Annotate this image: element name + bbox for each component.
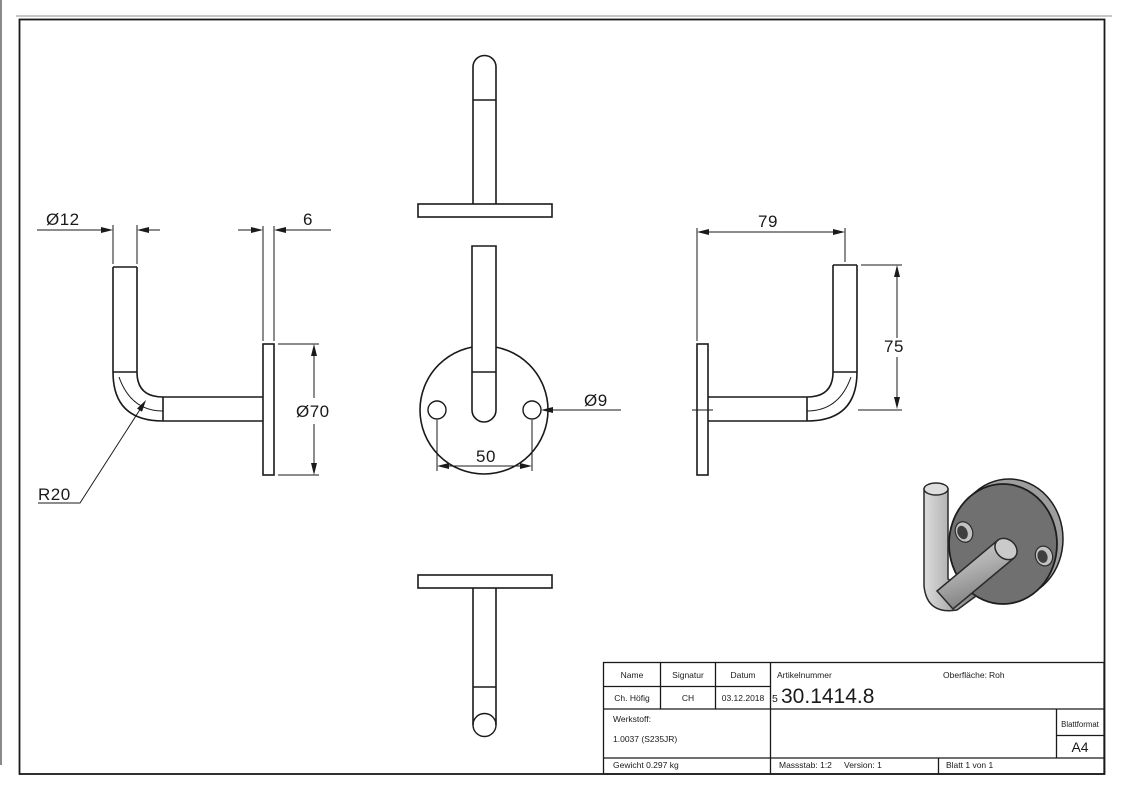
- date-label: Datum: [730, 670, 755, 680]
- arrowhead: [697, 229, 709, 235]
- arrowhead: [894, 265, 900, 277]
- side-view-right: 79 75: [692, 212, 904, 476]
- extension-line: [858, 264, 902, 411]
- front-view: 50 Ø9: [419, 245, 621, 475]
- material-value: 1.0037 (S235JR): [613, 734, 677, 744]
- arrowhead: [137, 227, 149, 233]
- object-line: [112, 266, 138, 373]
- sheet-value: Blatt 1 von 1: [946, 760, 994, 770]
- plate-edge: [417, 203, 553, 218]
- version-value: Version: 1: [844, 760, 882, 770]
- bend-middle-arc: [806, 376, 852, 412]
- hole-right-bore: [1037, 550, 1048, 563]
- object-line: [163, 396, 263, 422]
- bend-middle-arc: [118, 376, 164, 412]
- dim-label-height: 75: [884, 337, 904, 356]
- extension-line: [436, 420, 533, 471]
- top-view: [417, 54, 553, 218]
- mount-hole-right: [522, 400, 542, 420]
- arrowhead: [311, 344, 317, 356]
- article-number-prefix: 5: [772, 693, 778, 705]
- arrowhead: [101, 227, 113, 233]
- arrowhead: [541, 407, 553, 413]
- drawing-frame: [18, 18, 1106, 775]
- name-value: Ch. Höfig: [614, 693, 650, 703]
- arrowhead: [833, 229, 845, 235]
- surface-value: Roh: [989, 670, 1005, 680]
- date-value: 03.12.2018: [722, 693, 765, 703]
- dim-label-plate-thickness: 6: [303, 210, 313, 229]
- surface-label: Oberfläche:: [943, 670, 987, 680]
- extension-line: [696, 228, 846, 341]
- material-label: Werkstoff:: [613, 714, 651, 724]
- leader-line: [38, 407, 142, 504]
- arrowhead: [520, 463, 532, 469]
- render-3d-preview: [923, 478, 1064, 612]
- tube-top-cap: [472, 54, 497, 68]
- bend-inner-arc: [806, 371, 834, 398]
- signature-value: CH: [682, 693, 694, 703]
- bend-outer-arc: [112, 371, 164, 422]
- tube-end-circle: [472, 712, 497, 738]
- title-block-grid: [603, 662, 1104, 774]
- mount-hole-left: [427, 400, 447, 420]
- extension-line: [278, 343, 319, 476]
- name-label: Name: [621, 670, 644, 680]
- tube-end-cap: [994, 537, 1018, 561]
- title-block: Name Signatur Datum Ch. Höfig CH 03.12.2…: [602, 661, 1105, 775]
- article-number-label: Artikelnummer: [777, 670, 832, 680]
- tube-front: [471, 245, 497, 423]
- dim-label-plate-diameter: Ø70: [296, 402, 330, 421]
- bottom-view: [417, 574, 553, 738]
- dim-label-tube-diameter: Ø12: [46, 210, 80, 229]
- arrowhead: [311, 463, 317, 475]
- object-line: [832, 264, 858, 373]
- arrowhead: [437, 463, 449, 469]
- arrowhead: [137, 400, 146, 412]
- sheet-format-label: Blattformat: [1061, 720, 1100, 729]
- sheet-format-value: A4: [1071, 739, 1088, 755]
- side-view-left: Ø12 6 Ø70 R20: [37, 210, 331, 504]
- bend-inner-arc: [136, 371, 164, 398]
- dim-label-bend-radius: R20: [38, 485, 71, 504]
- arrowhead: [251, 227, 263, 233]
- scale-value: Massstab: 1:2: [779, 760, 832, 770]
- dim-label-reach: 79: [758, 212, 778, 231]
- arrowhead: [274, 227, 286, 233]
- extension-line: [112, 225, 138, 264]
- hole-left-bore: [957, 525, 968, 540]
- signature-label: Signatur: [672, 670, 704, 680]
- object-line: [472, 67, 497, 204]
- bend-outer-arc: [806, 371, 858, 422]
- title-block-border: [602, 661, 1105, 775]
- dim-label-hole-spacing: 50: [476, 447, 496, 466]
- object-line: [472, 588, 497, 725]
- object-line: [708, 396, 807, 422]
- plate-side: [262, 343, 275, 476]
- article-number-value: 30.1414.8: [781, 685, 874, 708]
- tube-top-cap: [923, 482, 949, 496]
- arrowhead: [894, 397, 900, 409]
- extension-line: [262, 226, 275, 341]
- weight-value: Gewicht 0.297 kg: [613, 760, 679, 770]
- dim-label-hole-diameter: Ø9: [584, 391, 608, 410]
- plate-edge: [417, 574, 553, 589]
